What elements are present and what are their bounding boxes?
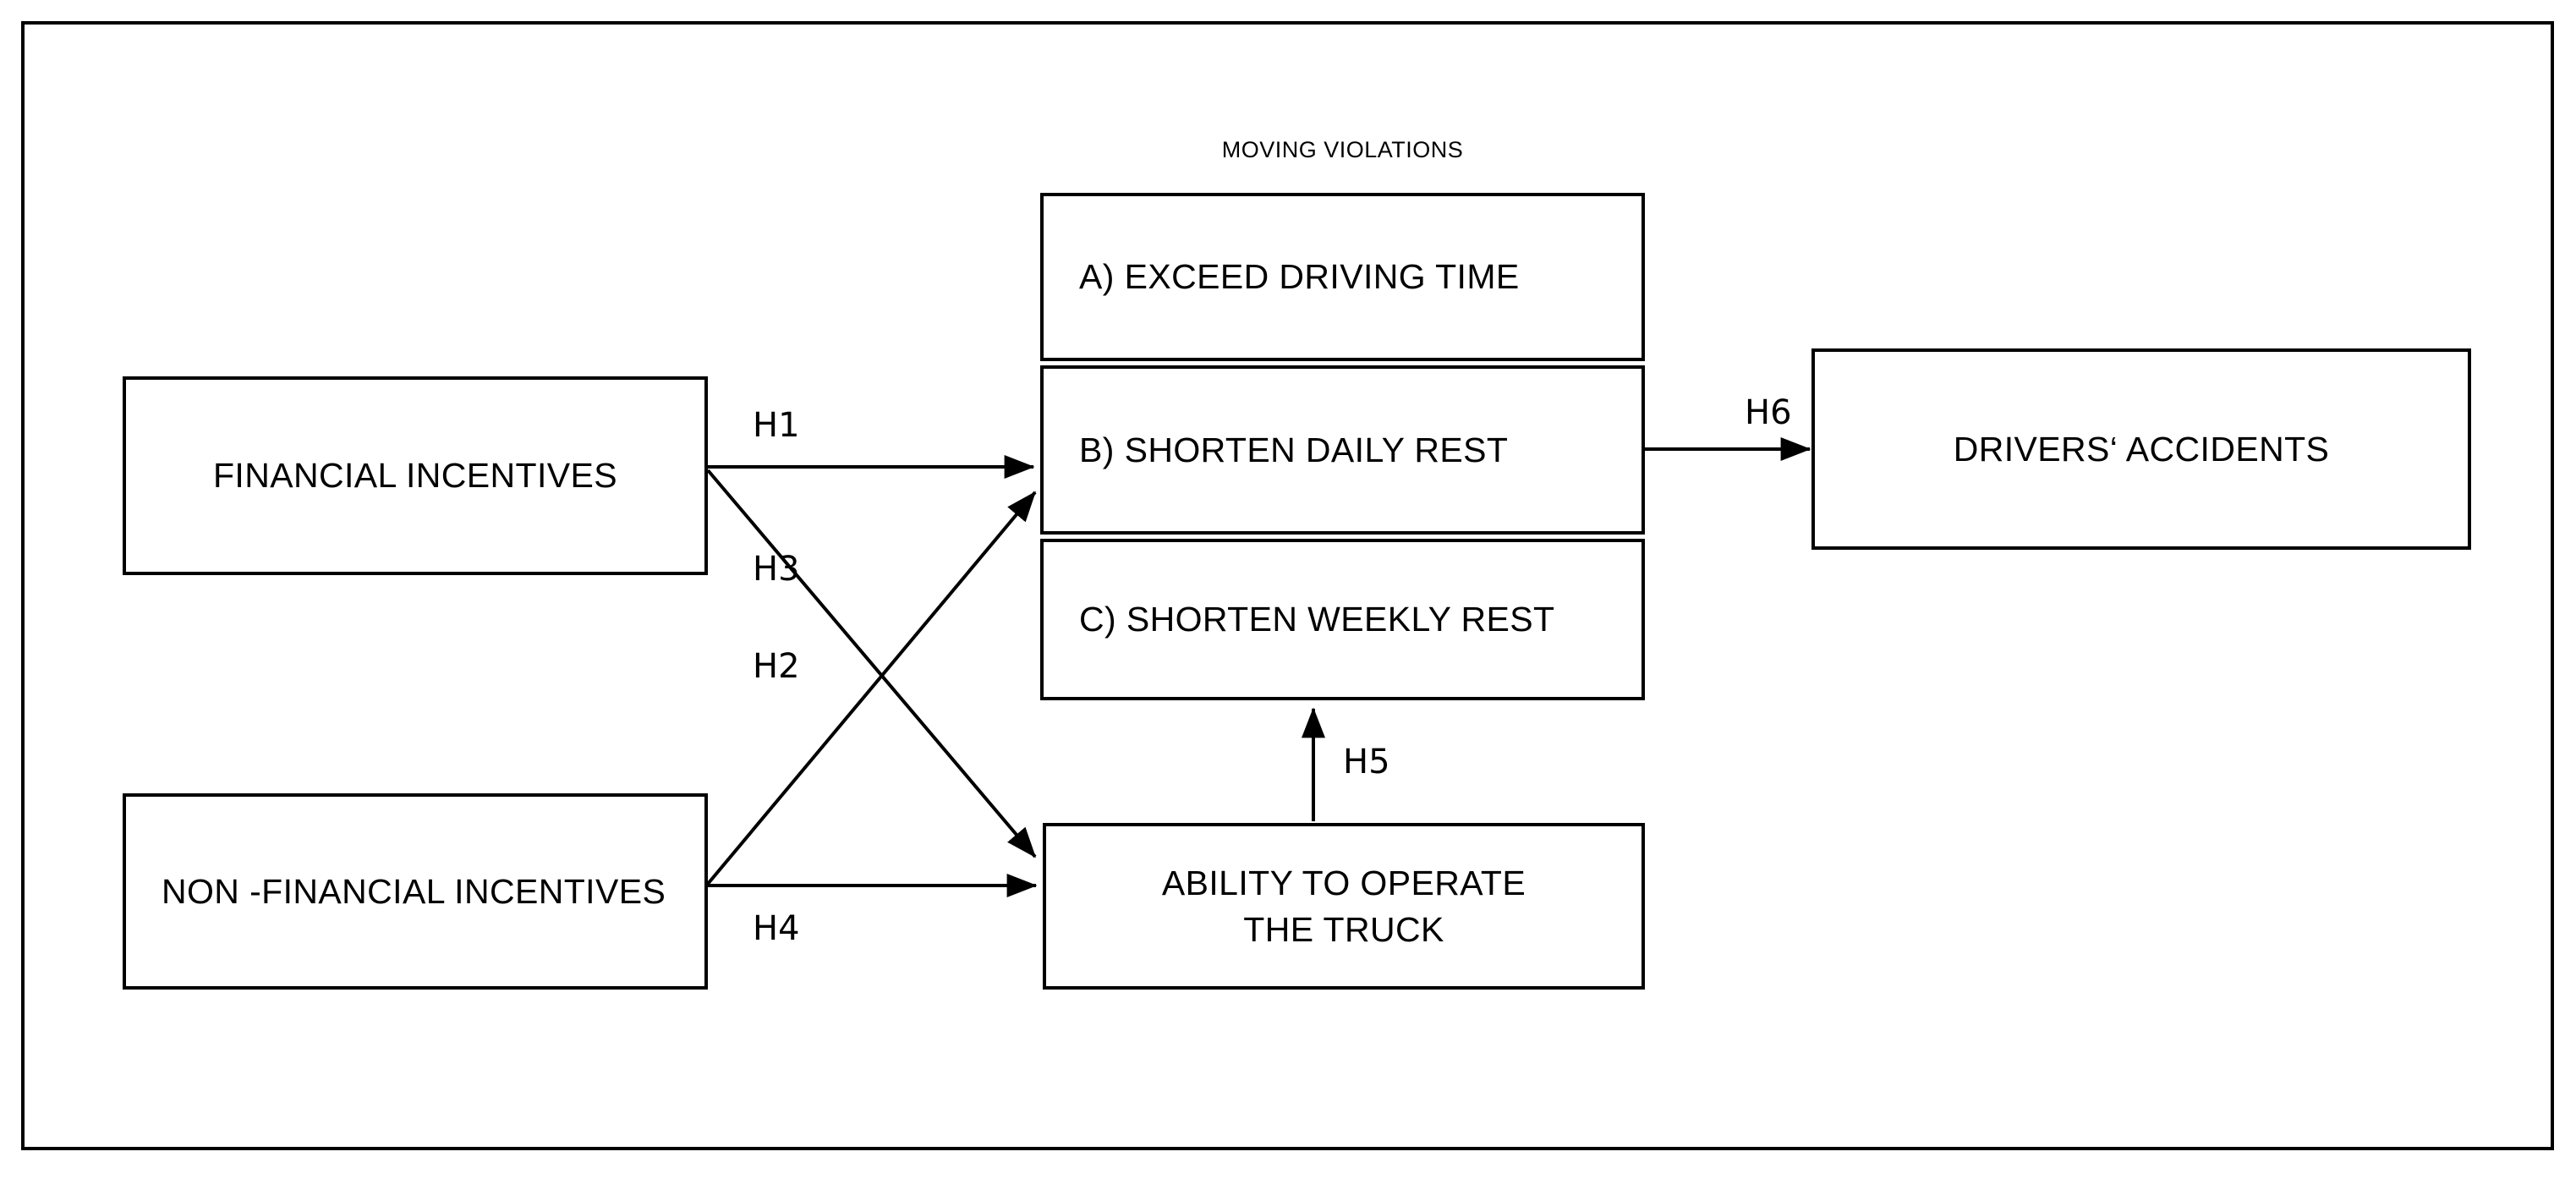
node-shorten-daily-rest[interactable]: B) SHORTEN DAILY REST bbox=[1040, 365, 1645, 535]
node-drivers-accidents[interactable]: DRIVERS‘ ACCIDENTS bbox=[1811, 348, 2471, 550]
edge-label-h1: H1 bbox=[753, 406, 800, 445]
node-ability-to-operate-truck[interactable]: ABILITY TO OPERATE THE TRUCK bbox=[1043, 823, 1645, 990]
diagram-outer-frame bbox=[21, 21, 2554, 1150]
moving-violations-group-title: MOVING VIOLATIONS bbox=[1221, 137, 1464, 162]
node-non-financial-incentives-label: NON -FINANCIAL INCENTIVES bbox=[162, 871, 666, 911]
node-financial-incentives-label: FINANCIAL INCENTIVES bbox=[212, 456, 618, 496]
node-exceed-driving-time-label: A) EXCEED DRIVING TIME bbox=[1079, 257, 1520, 297]
edge-label-h6: H6 bbox=[1745, 393, 1792, 432]
node-financial-incentives[interactable]: FINANCIAL INCENTIVES bbox=[123, 376, 708, 575]
edge-label-h4: H4 bbox=[753, 909, 800, 948]
node-ability-to-operate-truck-label: ABILITY TO OPERATE THE TRUCK bbox=[1161, 864, 1526, 949]
node-shorten-weekly-rest[interactable]: C) SHORTEN WEEKLY REST bbox=[1040, 539, 1645, 700]
edge-label-h2: H2 bbox=[753, 647, 800, 686]
edge-label-h5: H5 bbox=[1343, 743, 1390, 781]
node-non-financial-incentives[interactable]: NON -FINANCIAL INCENTIVES bbox=[123, 793, 708, 990]
node-shorten-weekly-rest-label: C) SHORTEN WEEKLY REST bbox=[1079, 600, 1555, 639]
node-drivers-accidents-label: DRIVERS‘ ACCIDENTS bbox=[1953, 429, 2330, 469]
edge-label-h3: H3 bbox=[753, 550, 800, 589]
node-exceed-driving-time[interactable]: A) EXCEED DRIVING TIME bbox=[1040, 193, 1645, 361]
node-shorten-daily-rest-label: B) SHORTEN DAILY REST bbox=[1079, 430, 1509, 469]
